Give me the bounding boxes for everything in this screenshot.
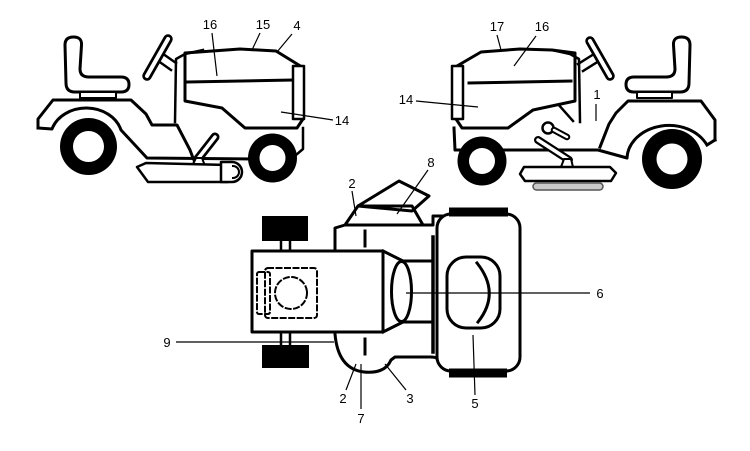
steering-shaft [576,52,601,73]
mower-deck [518,165,618,183]
dash-column [173,48,205,124]
leader-14 [280,111,334,121]
leader-17 [496,34,502,51]
body-outline [598,99,717,149]
callout-6: 6 [596,286,603,301]
rear-wheel-hub [656,143,688,175]
front-wheel-right [262,345,309,368]
mower-deck [135,161,230,184]
callouts-right-view: 17 16 14 1 [399,19,601,121]
leader-2-bottom [345,363,357,391]
callout-15: 15 [256,17,270,32]
callout-16: 16 [535,19,549,34]
seat-bracket [636,91,673,99]
callout-7: 7 [357,411,364,426]
seat [63,35,131,94]
front-axles [279,238,292,348]
front-wheel-left [262,216,308,241]
callouts-left-view: 16 15 4 14 [203,17,349,128]
battery-hidden-outline [256,271,271,315]
deflector-shield [356,179,431,213]
deck-lift-lever-core [195,135,217,162]
column-base [555,101,575,123]
leader-14 [415,100,479,108]
front-bumper [294,126,305,157]
left-side-view [36,34,306,184]
leader-2-top [351,190,357,217]
callout-17: 17 [490,19,504,34]
leader-16 [513,35,537,67]
callouts-top-view: 2 8 6 9 2 7 3 5 [163,155,603,426]
grille-panel [450,64,465,121]
steering-wheel-core [588,39,612,78]
callout-2-top: 2 [348,176,355,191]
rear-wheel-left [449,207,508,217]
leader-4 [276,33,293,53]
frame-bottom [452,123,718,160]
hood [183,47,305,130]
hood-crease [186,78,294,84]
leader-8 [396,169,429,215]
leader-15 [251,32,261,51]
leader-3 [384,363,407,391]
steering-wheel-top [390,260,413,323]
deck-lift-lever-core [536,138,571,162]
callout-4: 4 [293,18,300,33]
deck-curl-inner [231,164,240,180]
callout-9: 9 [163,335,170,350]
callout-14: 14 [335,113,349,128]
seat [624,35,692,94]
grille-panel [291,64,306,121]
hood-crease [467,79,573,85]
callout-16: 16 [203,17,217,32]
top-view [250,179,522,378]
deck-skirt [532,182,604,191]
hood [454,47,577,130]
callout-5: 5 [471,396,478,411]
rear-wheel-hub [73,131,104,162]
callout-8: 8 [427,155,434,170]
callout-14: 14 [399,92,413,107]
callout-3: 3 [406,391,413,406]
leader-5 [472,334,476,396]
body-outline [36,98,195,160]
steering-wheel-core [145,37,170,78]
engine-hidden-outline [264,267,318,319]
pedal-arm-core [552,128,569,139]
seat-bracket [79,91,117,99]
rear-wheel-right [449,368,507,378]
right-side-view [450,35,718,191]
dash-column [550,48,582,124]
leader-16 [211,32,218,77]
front-wheel-hub [469,148,495,174]
callout-1: 1 [593,87,600,102]
engine-pulley-hidden [274,276,308,310]
frame-bottom [36,106,258,161]
callout-2-bottom: 2 [339,391,346,406]
front-wheel-hub [259,145,286,171]
